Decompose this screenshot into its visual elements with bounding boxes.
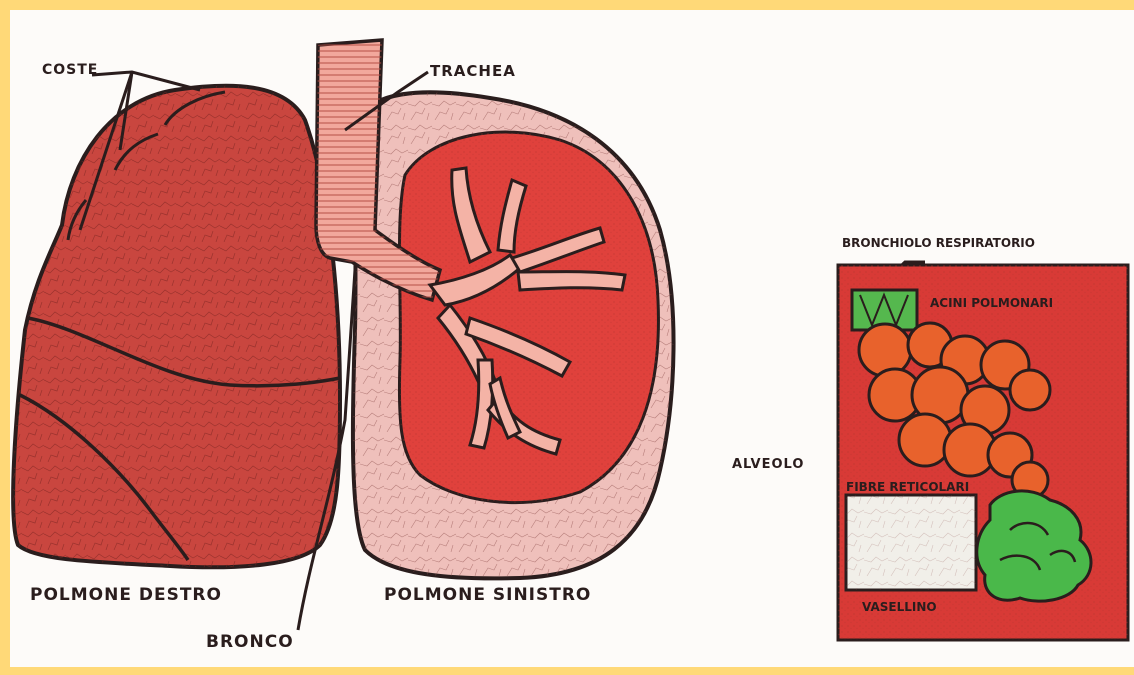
label-trachea: TRACHEA [430, 62, 516, 80]
label-fibre-reticolari: FIBRE RETICOLARI [846, 480, 969, 494]
label-polmone-destro: POLMONE DESTRO [30, 585, 222, 605]
label-polmone-sinistro: POLMONE SINISTRO [384, 585, 591, 605]
alveolar-inset [838, 265, 1128, 640]
label-vasi: VASELLINO [862, 600, 937, 614]
right-lung-icon [13, 86, 340, 568]
label-bronchiolo-respiratorio: BRONCHIOLO RESPIRATORIO [842, 236, 1035, 250]
label-coste: COSTE [42, 62, 98, 78]
label-alveolo: ALVEOLO [732, 457, 804, 472]
label-acini-polmonari: ACINI POLMONARI [930, 296, 1053, 310]
label-bronco: BRONCO [206, 632, 294, 652]
